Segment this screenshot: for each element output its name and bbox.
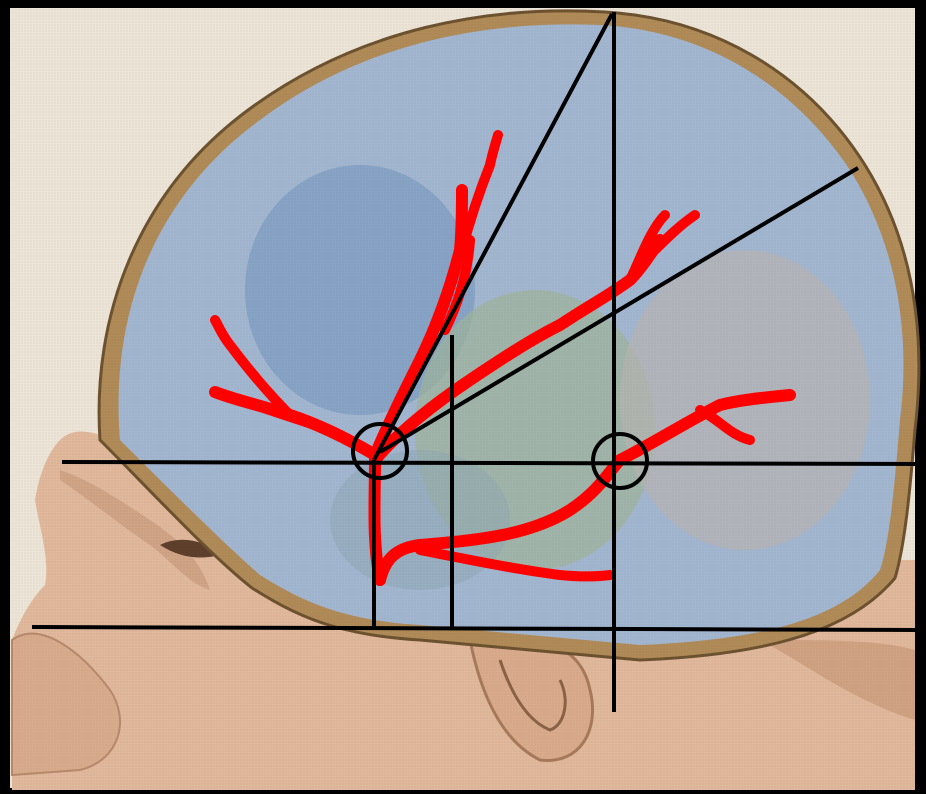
upper-horizontal-line: [62, 462, 926, 464]
